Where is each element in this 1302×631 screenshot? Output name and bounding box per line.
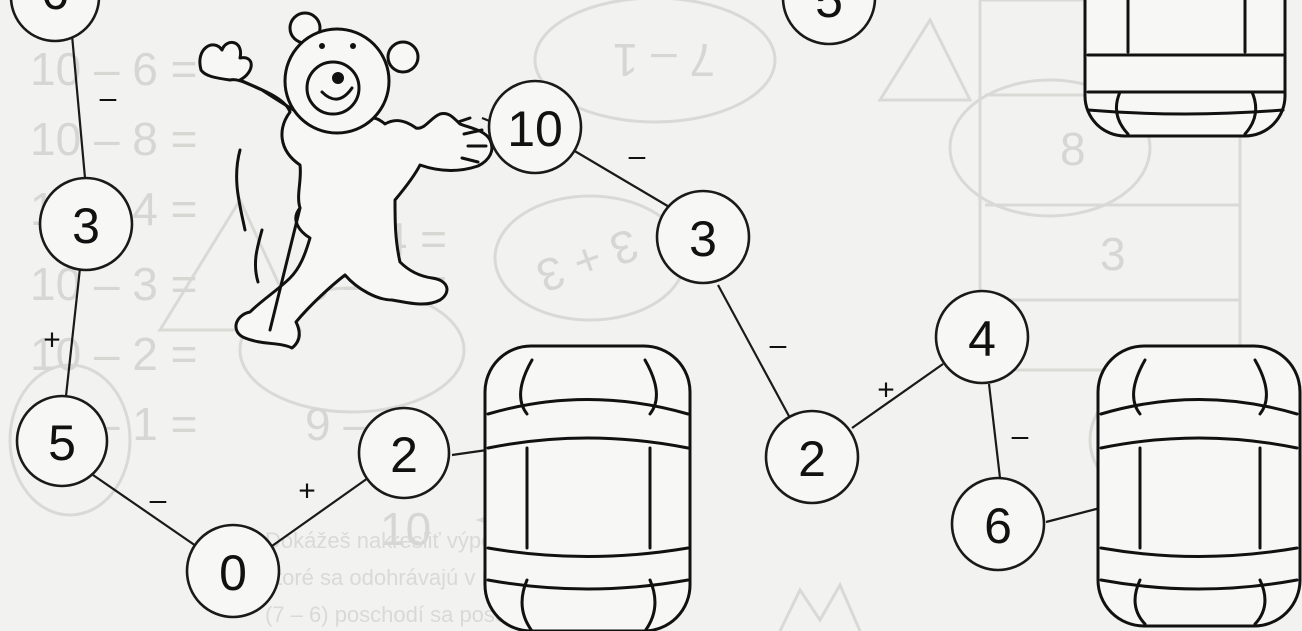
node-value: 3 <box>689 211 717 267</box>
node-value: 0 <box>219 545 247 601</box>
plus-sign: + <box>298 475 316 508</box>
node-value: 2 <box>390 427 418 483</box>
number-node: 3 <box>657 191 749 283</box>
node-value: 5 <box>48 415 76 471</box>
ghost-eq-11: 7 – 1 <box>613 34 715 86</box>
ghost-eq-2: 10 – 8 = <box>30 113 198 165</box>
plus-sign: + <box>43 324 61 357</box>
number-node: 5 <box>783 0 875 44</box>
number-node: 2 <box>766 411 858 503</box>
ghost-num-1: 8 <box>1060 123 1086 175</box>
node-value: 2 <box>798 431 826 487</box>
ghost-eq-4: 10 – 3 = <box>30 258 198 310</box>
number-node: 3 <box>40 178 132 270</box>
minus-sign: – <box>150 484 167 517</box>
ghost-line-1: Dokážeš nakresliť výpočty <box>265 528 521 553</box>
number-node: 0 <box>187 525 279 617</box>
barrel-icon <box>1098 346 1300 626</box>
plus-sign: + <box>877 374 895 407</box>
minus-sign: – <box>770 329 787 362</box>
ghost-eq-12: 3 + 3 <box>530 219 645 303</box>
node-value: 5 <box>815 0 843 28</box>
node-value: 4 <box>968 311 996 367</box>
node-value: 6 <box>41 0 69 20</box>
barrel-icon <box>1085 0 1285 136</box>
number-node: 10 <box>489 81 581 173</box>
node-value: 10 <box>507 101 563 157</box>
number-node: 2 <box>359 408 449 498</box>
node-value: 3 <box>72 198 100 254</box>
number-node: 4 <box>936 291 1028 383</box>
barrel-icon <box>485 346 690 631</box>
minus-sign: – <box>100 82 117 115</box>
node-value: 6 <box>984 498 1012 554</box>
ghost-num-2: 3 <box>1100 228 1126 280</box>
number-node: 6 <box>952 478 1044 570</box>
number-node: 6 <box>11 0 99 41</box>
minus-sign: – <box>1012 420 1029 453</box>
number-node: 5 <box>17 396 107 486</box>
minus-sign: – <box>629 140 646 173</box>
